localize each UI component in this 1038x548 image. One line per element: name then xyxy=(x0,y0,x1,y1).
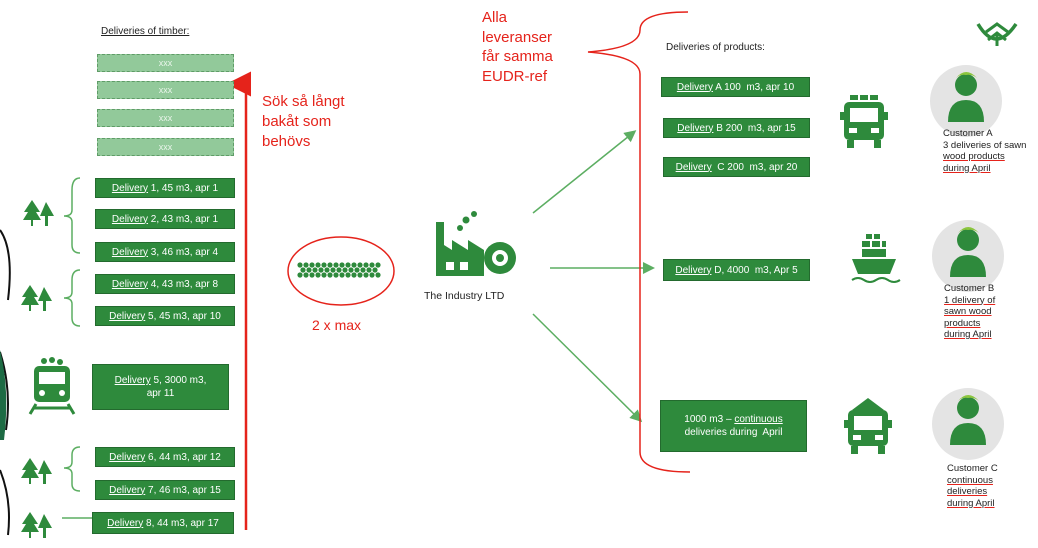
factory-icon xyxy=(436,211,516,276)
placeholder-box: xxx xyxy=(97,138,234,156)
timber-delivery-box: Delivery 8, 44 m3, apr 17 xyxy=(92,512,234,534)
trees-icon xyxy=(21,200,54,538)
max-ellipse xyxy=(287,236,395,306)
timber-delivery-box: Delivery 5, 45 m3, apr 10 xyxy=(95,306,235,326)
search-back-note: Sök så långt bakåt som behövs xyxy=(262,93,345,150)
products-heading: Deliveries of products: xyxy=(666,42,765,53)
ship-icon xyxy=(851,234,901,283)
customer-a-label: Customer A 3 deliveries of sawn wood pro… xyxy=(943,128,1027,174)
product-delivery-box: Delivery D, 4000 m3, Apr 5 xyxy=(663,259,810,281)
customer-avatar xyxy=(932,220,1004,292)
truck-icon xyxy=(840,95,888,148)
tree-bracket xyxy=(62,177,92,519)
left-edge-arc xyxy=(0,469,10,536)
train-delivery-box: Delivery 5, 3000 m3, apr 11 xyxy=(92,364,229,410)
placeholder-box: xxx xyxy=(97,109,234,127)
timber-delivery-box: Delivery 4, 43 m3, apr 8 xyxy=(95,274,235,294)
timber-delivery-box: Delivery 7, 46 m3, apr 15 xyxy=(95,480,235,500)
log-pile-icon xyxy=(297,262,381,278)
flow-arrow xyxy=(532,313,643,423)
customer-avatar xyxy=(930,65,1002,137)
customer-b-label: Customer B 1 delivery of sawn wood produ… xyxy=(944,283,996,340)
logo-icon xyxy=(976,22,1018,46)
max-label: 2 x max xyxy=(312,317,362,333)
timber-delivery-box: Delivery 2, 43 m3, apr 1 xyxy=(95,209,235,229)
customer-c-label: Customer C continuous deliveries during … xyxy=(947,463,998,509)
timber-delivery-box: Delivery 3, 46 m3, apr 4 xyxy=(95,242,235,262)
placeholder-box: xxx xyxy=(97,54,234,72)
same-ref-brace xyxy=(587,11,691,473)
train-icon xyxy=(28,357,76,415)
left-edge-band xyxy=(0,350,7,440)
left-edge-arc xyxy=(0,351,9,431)
timber-heading: Deliveries of timber: xyxy=(101,26,190,37)
product-delivery-box: Delivery B 200 m3, apr 15 xyxy=(663,118,810,138)
timber-delivery-box: Delivery 1, 45 m3, apr 1 xyxy=(95,178,235,198)
flow-arrow xyxy=(532,130,637,214)
truck-icon xyxy=(844,398,892,454)
same-ref-note: Alla leveranser får samma EUDR-ref xyxy=(482,9,553,85)
timber-delivery-box: Delivery 6, 44 m3, apr 12 xyxy=(95,447,235,467)
customer-avatar xyxy=(932,388,1004,460)
industry-name: The Industry LTD xyxy=(424,290,505,302)
continuous-delivery-box: 1000 m3 – continuous deliveries during A… xyxy=(660,400,807,452)
placeholder-box: xxx xyxy=(97,81,234,99)
product-delivery-box: Delivery C 200 m3, apr 20 xyxy=(663,157,810,177)
product-delivery-box: Delivery A 100 m3, apr 10 xyxy=(661,77,810,97)
left-edge-arc xyxy=(0,229,11,301)
